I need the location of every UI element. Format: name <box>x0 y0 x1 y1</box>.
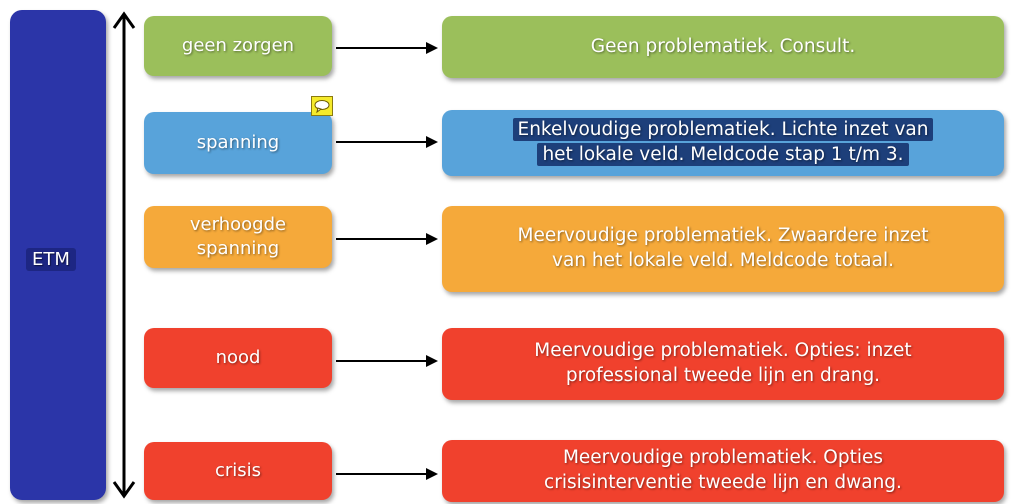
level-label: spanning <box>196 131 280 153</box>
description-line: professional tweede lijn en drang. <box>565 365 881 386</box>
description-box-verhoogde-spanning: Meervoudige problematiek. Zwaardere inze… <box>442 206 1004 292</box>
level-label: nood <box>215 346 261 368</box>
description-line: crisisinterventie tweede lijn en dwang. <box>544 472 902 493</box>
level-label-line: spanning <box>196 238 280 259</box>
right-arrow-icon <box>336 468 438 480</box>
level-box-geen-zorgen: geen zorgen <box>144 16 332 76</box>
right-arrow-icon <box>336 355 438 367</box>
description-box-crisis: Meervoudige problematiek. Opties crisisi… <box>442 440 1004 502</box>
description-box-spanning: Enkelvoudige problematiek. Lichte inzet … <box>442 110 1004 176</box>
description-line: Meervoudige problematiek. Opties: inzet <box>534 340 912 362</box>
right-arrow-icon <box>336 233 438 245</box>
description-box-geen-zorgen: Geen problematiek. Consult. <box>442 16 1004 78</box>
description-line: Meervoudige problematiek. Zwaardere inze… <box>517 225 929 247</box>
level-box-spanning: spanning <box>144 112 332 174</box>
description-line: Meervoudige problematiek. Opties <box>562 447 884 469</box>
speech-bubble-icon[interactable] <box>311 96 333 116</box>
description-box-nood: Meervoudige problematiek. Opties: inzet … <box>442 328 1004 400</box>
level-label: geen zorgen <box>181 34 295 56</box>
level-box-verhoogde-spanning: verhoogde spanning <box>144 206 332 268</box>
description-line: Geen problematiek. Consult. <box>590 35 856 57</box>
right-arrow-icon <box>336 136 438 148</box>
description-line: van het lokale veld. Meldcode totaal. <box>552 250 894 271</box>
level-box-crisis: crisis <box>144 442 332 500</box>
description-line: het lokale veld. Meldcode stap 1 t/m 3. <box>537 143 909 166</box>
double-headed-arrow-icon <box>112 11 136 499</box>
level-label-line: verhoogde <box>189 213 287 235</box>
description-line: Enkelvoudige problematiek. Lichte inzet … <box>512 118 934 142</box>
etm-label: ETM <box>26 248 76 271</box>
right-arrow-icon <box>336 42 438 54</box>
level-label: crisis <box>214 459 262 481</box>
level-box-nood: nood <box>144 328 332 388</box>
